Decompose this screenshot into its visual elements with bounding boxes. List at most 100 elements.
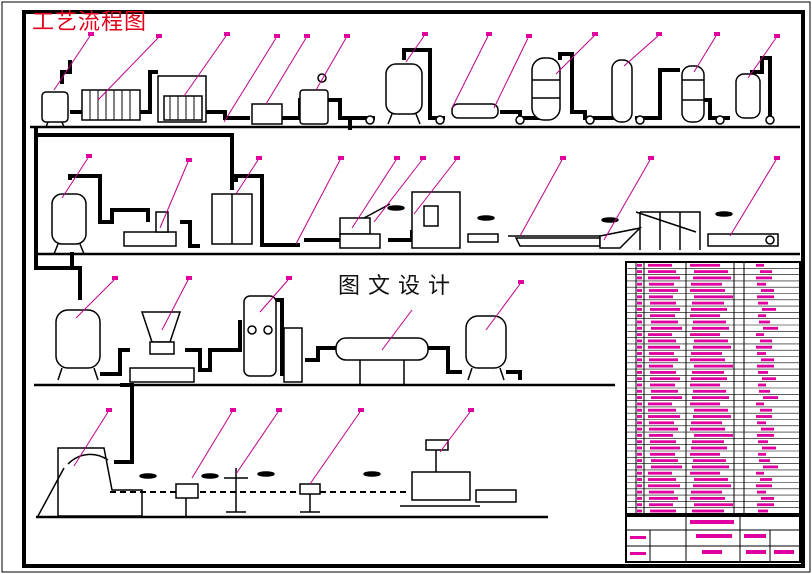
parts-row-text — [690, 333, 720, 337]
parts-row-text — [694, 478, 728, 481]
parts-row-text — [693, 415, 731, 418]
parts-row-text — [650, 440, 676, 444]
parts-row-text — [649, 503, 673, 507]
parts-row-text — [637, 421, 642, 425]
parts-row-text — [757, 503, 774, 507]
parts-row-text — [763, 326, 778, 330]
parts-row-text — [692, 465, 729, 469]
parts-row-text — [637, 377, 642, 381]
parts-row-text — [637, 478, 642, 481]
parts-row-text — [760, 408, 772, 412]
parts-row-text — [692, 509, 724, 513]
parts-row-text — [648, 415, 680, 418]
parts-row-text — [648, 339, 676, 343]
title-block — [625, 515, 801, 563]
parts-row-text — [693, 320, 726, 324]
parts-row-text — [649, 427, 678, 431]
parts-row-text — [637, 295, 642, 299]
parts-row-text — [650, 301, 676, 305]
parts-row-text — [637, 484, 642, 488]
floor-lines — [30, 125, 800, 519]
parts-row-text — [637, 370, 642, 374]
parts-row-text — [758, 509, 768, 513]
parts-row-text — [757, 433, 774, 437]
parts-row-text — [651, 389, 678, 393]
parts-row-text — [651, 396, 682, 400]
parts-row-text — [690, 289, 725, 292]
parts-row-text — [694, 364, 733, 368]
parts-row-text — [637, 471, 642, 475]
parts-list-rows — [626, 263, 800, 515]
parts-row-text — [694, 503, 733, 507]
parts-row-text — [650, 383, 675, 387]
parts-row-text — [763, 396, 778, 400]
parts-row-text — [648, 270, 676, 274]
parts-row-text — [637, 339, 642, 343]
parts-row-text — [690, 263, 720, 267]
parts-row-text — [757, 421, 766, 425]
equipment-row-1 — [41, 57, 775, 128]
parts-row-text — [692, 370, 724, 374]
drawing-border-inner — [22, 10, 805, 568]
parts-row-text — [637, 282, 642, 286]
parts-row-text — [637, 333, 642, 337]
parts-row-text — [648, 408, 676, 412]
parts-row-text — [648, 478, 676, 481]
parts-row-text — [762, 377, 776, 381]
parts-row-text — [690, 314, 720, 318]
diagram-title: 工艺流程图 — [32, 10, 148, 35]
parts-row-text — [761, 427, 774, 431]
parts-row-text — [650, 370, 676, 374]
parts-row-text — [637, 301, 642, 305]
parts-row-text — [694, 270, 728, 274]
parts-row-text — [637, 326, 642, 330]
parts-row-text — [637, 465, 642, 469]
parts-row-text — [648, 263, 672, 267]
parts-row-text — [637, 433, 642, 437]
parts-row-text — [756, 415, 772, 418]
parts-row-text — [694, 408, 728, 412]
equipment-row-2 — [51, 191, 779, 255]
parts-row-text — [693, 276, 731, 280]
parts-row-text — [648, 333, 672, 337]
parts-row-text — [691, 282, 722, 286]
parts-row-text — [761, 289, 774, 292]
parts-row-text — [648, 484, 680, 488]
parts-row-text — [648, 345, 680, 349]
parts-row-text — [649, 289, 678, 292]
parts-row-text — [756, 402, 764, 406]
parts-row-text — [691, 446, 727, 450]
parts-row-text — [637, 352, 642, 355]
watermark: 图文设计 — [336, 274, 461, 299]
parts-row-text — [637, 402, 642, 406]
parts-row-text — [692, 326, 729, 330]
parts-row-text — [649, 358, 678, 362]
parts-row-text — [637, 459, 642, 463]
parts-row-text — [650, 307, 680, 311]
parts-row-text — [690, 358, 725, 362]
parts-row-text — [690, 471, 720, 475]
parts-row-text — [649, 496, 678, 500]
parts-row-text — [637, 446, 642, 450]
parts-row-text — [756, 345, 772, 349]
parts-row-text — [637, 263, 642, 267]
parts-row-text — [649, 352, 674, 355]
parts-row-text — [690, 402, 720, 406]
parts-row-text — [637, 358, 642, 362]
parts-row-text — [637, 503, 642, 507]
parts-row-text — [650, 509, 676, 513]
parts-row-text — [690, 383, 720, 387]
parts-row-text — [691, 490, 722, 494]
parts-row-text — [756, 276, 772, 280]
parts-row-text — [637, 440, 642, 444]
parts-row-text — [693, 345, 731, 349]
parts-row-text — [758, 440, 768, 444]
parts-row-text — [637, 427, 642, 431]
parts-row-text — [637, 509, 642, 513]
parts-row-text — [649, 364, 673, 368]
parts-row-text — [690, 496, 725, 500]
parts-row-text — [758, 383, 766, 387]
parts-row-text — [693, 484, 731, 488]
parts-row-text — [650, 446, 680, 450]
parts-row-text — [637, 396, 642, 400]
